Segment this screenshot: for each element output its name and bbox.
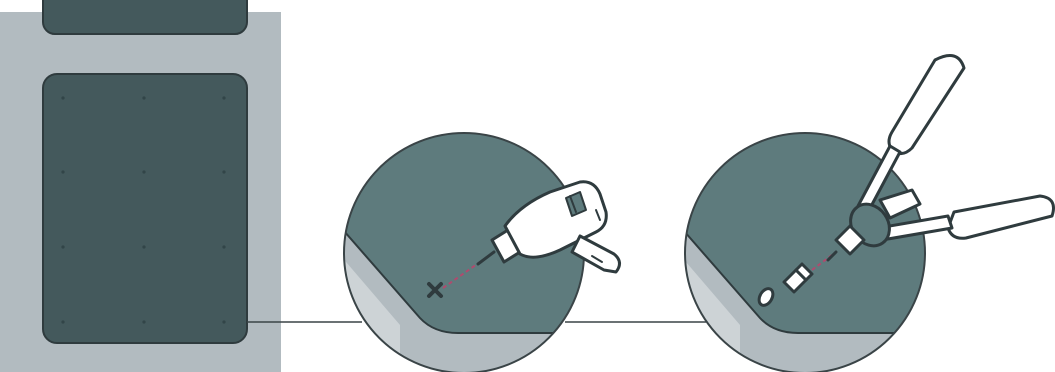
power-drill-icon: [476, 180, 621, 274]
mounting-point: [142, 320, 146, 324]
drill-guide-line: [442, 261, 481, 289]
zoom-circle-rivet: [684, 54, 1055, 372]
mounting-point: [222, 170, 226, 174]
main-panel: [42, 73, 248, 344]
washer-part: [757, 287, 775, 307]
mounting-point: [61, 320, 65, 324]
zoom-circle-drill: [343, 132, 621, 372]
rivet-part: [782, 262, 814, 294]
panel-corner-closeup: [344, 133, 584, 334]
mounting-point: [222, 245, 226, 249]
mounting-points: [61, 96, 226, 324]
mounting-point: [222, 96, 226, 100]
drill-mark-x: [427, 282, 443, 298]
mounting-point: [61, 245, 65, 249]
mounting-point: [61, 96, 65, 100]
mounting-point: [142, 170, 146, 174]
upper-panel: [42, 0, 248, 35]
rivet-gun-icon: [826, 54, 1055, 262]
mounting-point: [222, 320, 226, 324]
mounting-point: [142, 245, 146, 249]
mounting-point: [61, 170, 65, 174]
mounting-point: [142, 96, 146, 100]
panel-corner-closeup-2: [685, 133, 925, 334]
